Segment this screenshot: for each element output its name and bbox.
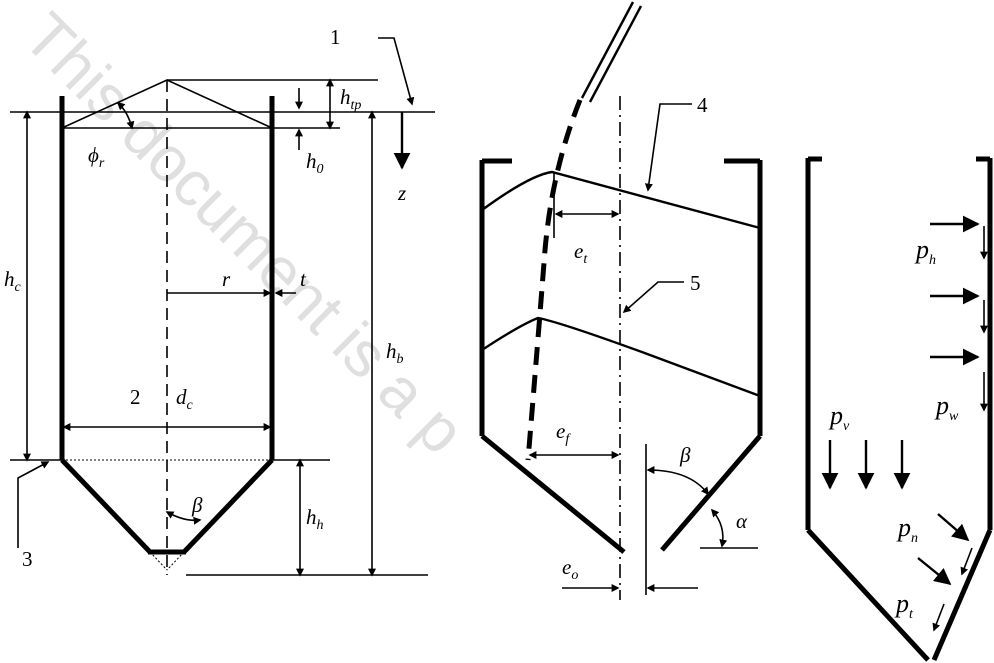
pn-arrow-1	[937, 513, 970, 542]
callout-3-label: 3	[22, 547, 33, 571]
left-hopper-left	[60, 458, 152, 554]
r-label: r	[222, 267, 231, 291]
pt-arrow-1	[960, 547, 973, 576]
callout-5-leader	[622, 281, 684, 314]
alpha-label: α	[736, 509, 748, 533]
middle-silo	[479, 1, 763, 600]
mid-surface-top	[481, 170, 761, 230]
callout-1-leader	[378, 37, 415, 106]
beta-mid-arc	[646, 466, 709, 496]
mid-hopper-left	[480, 434, 626, 554]
beta-left-arc	[165, 511, 202, 525]
beta-mid-label: β	[679, 443, 691, 467]
ph-label: ph	[914, 235, 936, 268]
callout-3-leader	[17, 461, 50, 548]
pw-label: pw	[934, 391, 959, 424]
right-silo	[805, 156, 993, 662]
pt-arrow-2	[932, 603, 945, 632]
phi-r-label: ϕr	[88, 143, 105, 171]
hopper-apex-dotted-left	[149, 551, 168, 571]
callout-5-label: 5	[690, 271, 701, 295]
callout-1-label: 1	[330, 25, 341, 49]
htp-label: htp	[340, 85, 361, 113]
ef-label: ef	[556, 419, 571, 447]
eo-label: eo	[562, 555, 578, 583]
inflow-pipe-left	[580, 1, 635, 99]
watermark-text: This document is a p	[10, 0, 478, 467]
dc-label: dc	[176, 385, 194, 413]
right-hopper-right	[931, 529, 993, 661]
t-label: t	[300, 267, 307, 291]
callout-4-label: 4	[697, 93, 708, 117]
callout-4-leader	[644, 103, 692, 192]
et-label: et	[574, 239, 588, 267]
hc-label: hc	[4, 267, 22, 295]
hh-label: hh	[306, 505, 324, 533]
alpha-arc	[710, 508, 728, 548]
right-hopper-left	[806, 528, 930, 662]
left-silo	[10, 37, 435, 577]
pn-arrow-2	[917, 557, 952, 586]
mid-surface-bottom	[481, 316, 761, 398]
hopper-apex-dotted-right	[166, 551, 185, 571]
z-label: z	[397, 181, 406, 205]
phi-r-arc	[116, 101, 135, 130]
eccentric-flow-path	[525, 99, 583, 461]
callout-2-label: 2	[130, 385, 141, 409]
inflow-pipe-right	[588, 5, 643, 103]
beta-left-label: β	[191, 493, 203, 517]
mid-hopper-right	[660, 434, 762, 552]
left-hopper-right	[182, 458, 274, 554]
h0-label: h0	[306, 149, 324, 177]
pv-label: pv	[828, 401, 850, 434]
pt-label: pt	[894, 589, 914, 622]
pn-label: pn	[896, 513, 918, 546]
hb-label: hb	[386, 339, 404, 367]
